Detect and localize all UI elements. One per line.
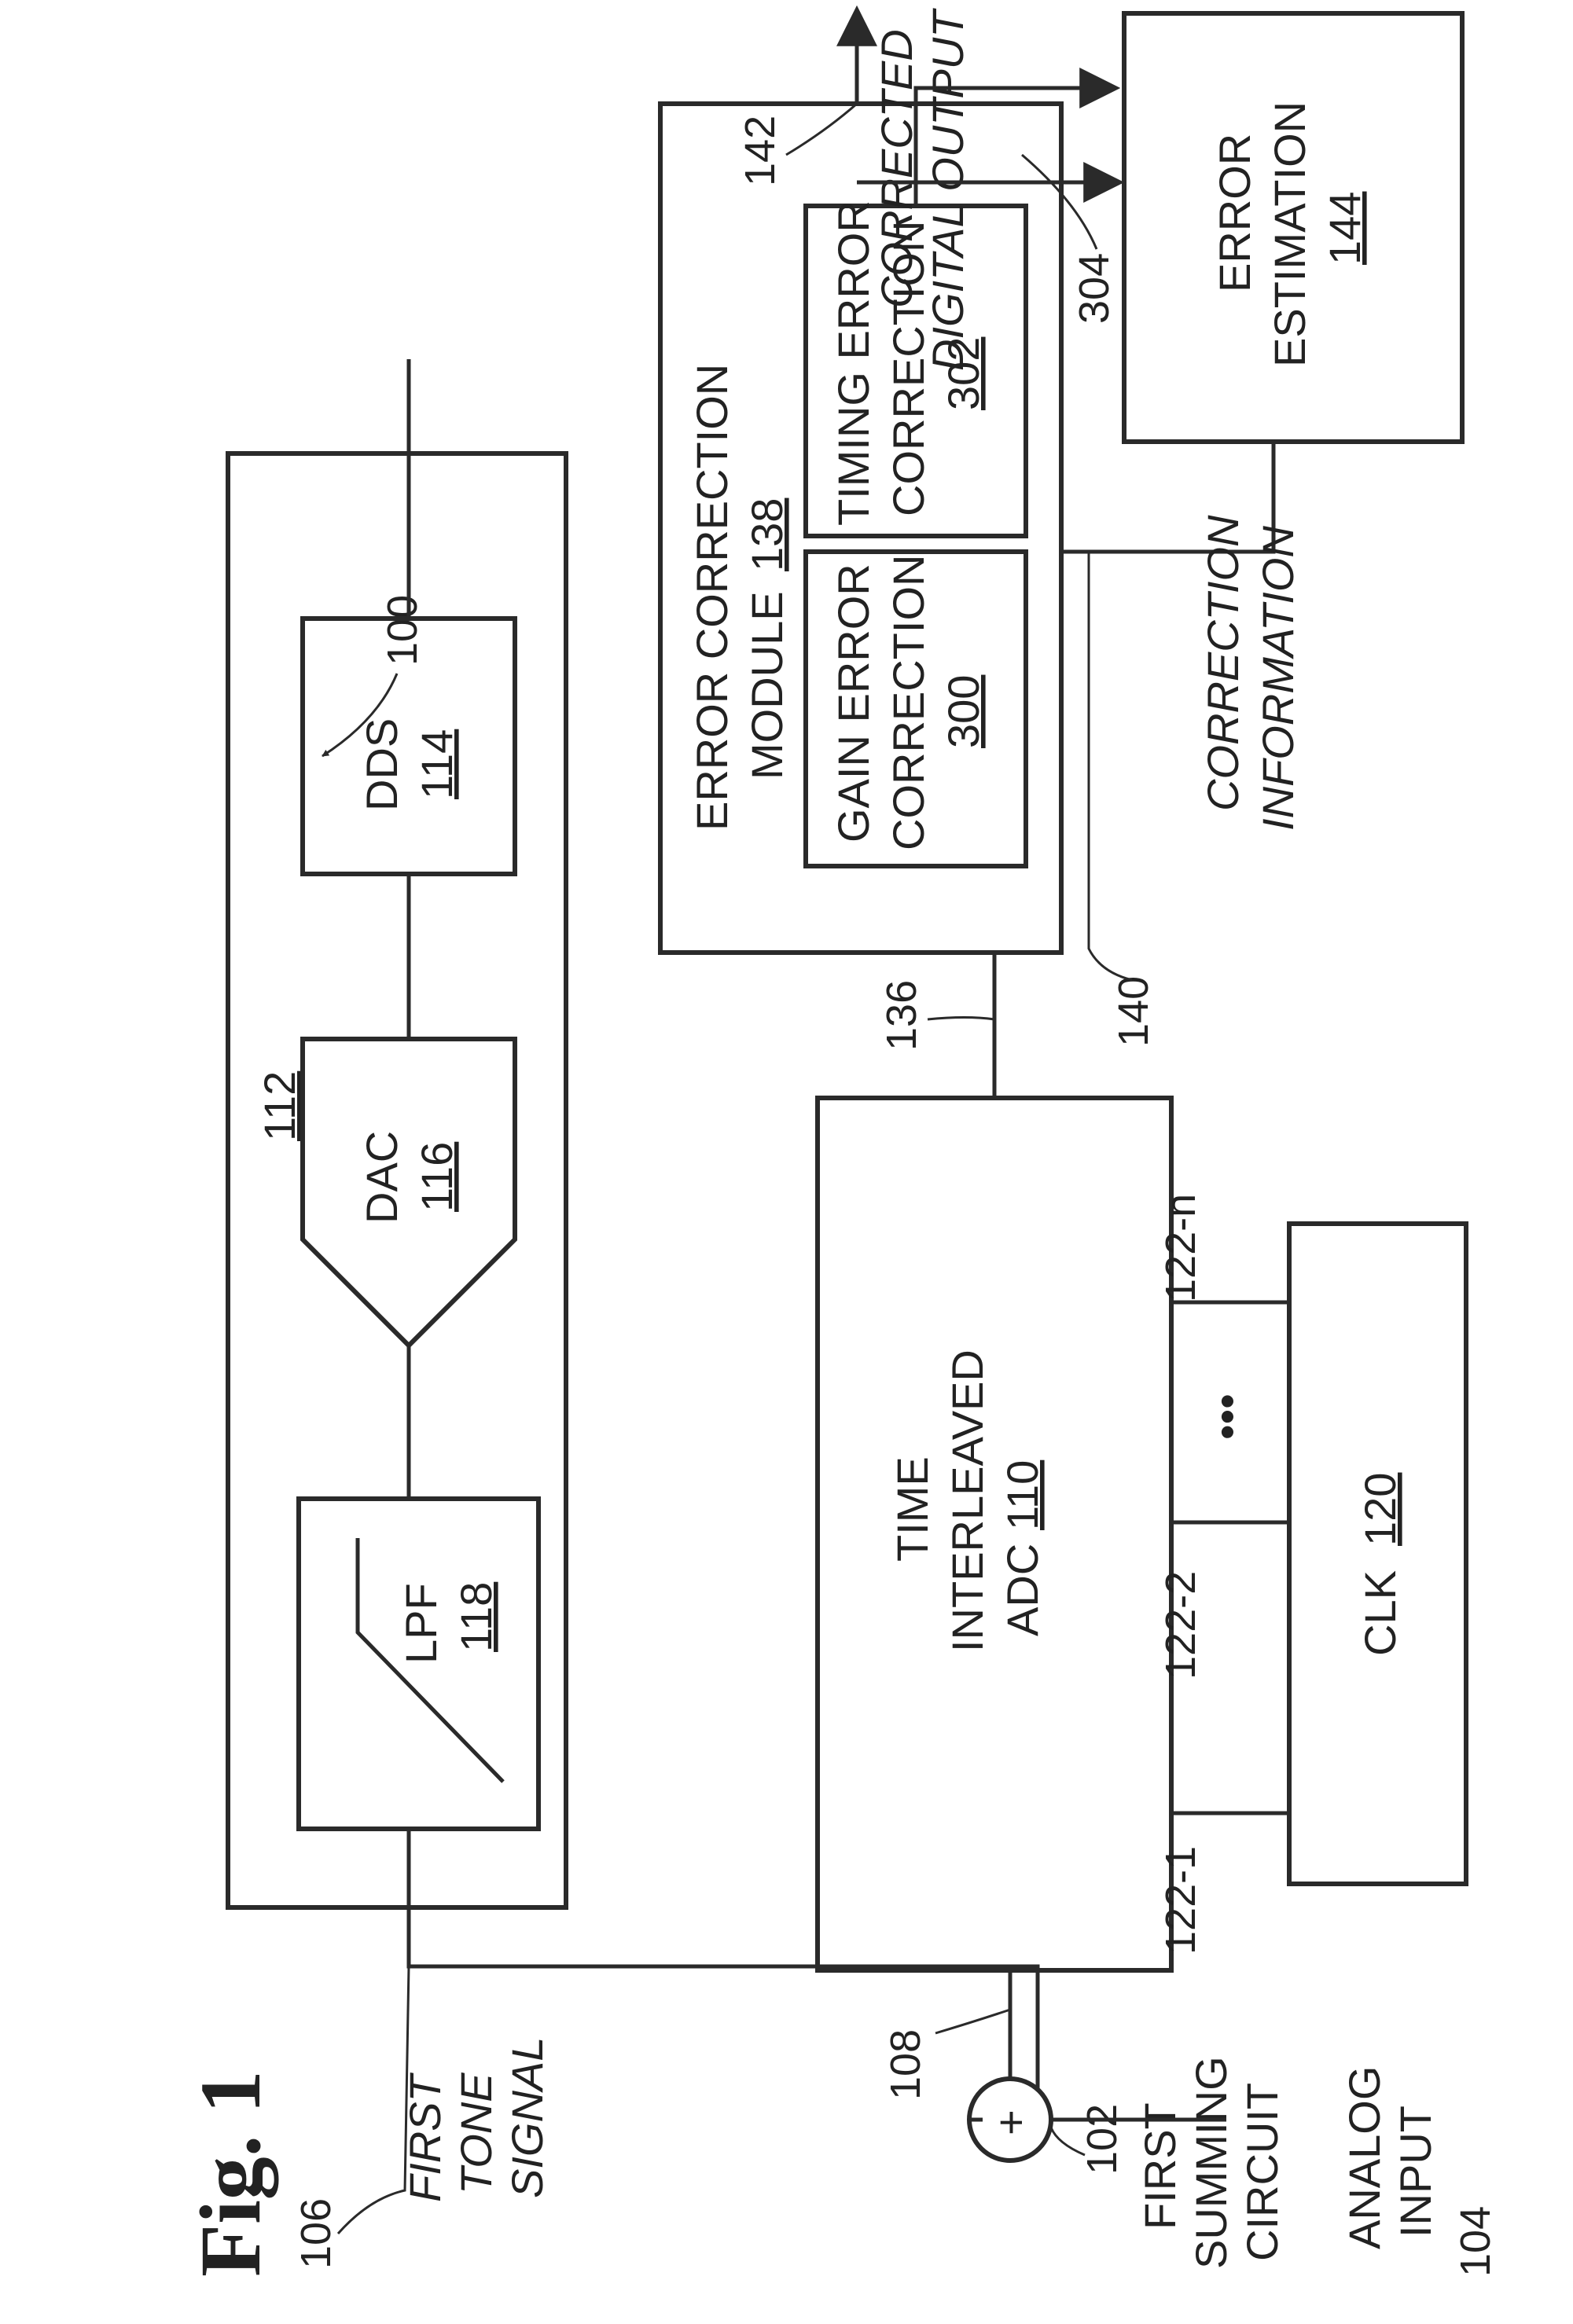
adc-ref: 110 [998, 1460, 1047, 1530]
dac-name: DAC [357, 1131, 406, 1224]
dac-ref: 116 [412, 1142, 461, 1212]
first-tone-ref: 106 [292, 2198, 340, 2269]
dds-name: DDS [357, 718, 406, 811]
gain-ref: 300 [939, 675, 988, 748]
correction-info-line2: INFORMATION [1253, 526, 1303, 831]
adc-out-ref-leader [928, 1018, 994, 1020]
clk-ellipsis: ••• [1202, 1393, 1251, 1440]
dac-block [303, 1039, 515, 1346]
clk-ref: 120 [1355, 1473, 1405, 1546]
ecm-line2: MODULE [742, 591, 792, 780]
ecm-ref: 138 [742, 498, 792, 571]
analog-input-line1: ANALOG [1340, 2066, 1389, 2249]
system-ref-label: 100 [379, 595, 426, 666]
analog-input-line2: INPUT [1391, 2106, 1440, 2238]
correction-info-ref: 140 [1110, 976, 1157, 1047]
adc-line1: TIME [888, 1456, 937, 1562]
summing-line3: CIRCUIT [1237, 2083, 1287, 2261]
clk-line-n-label: 122-n [1157, 1194, 1204, 1302]
gain-line2: CORRECTION [884, 555, 933, 850]
sum-out-ref-leader [935, 2010, 1010, 2033]
correction-info-ref-leader [1089, 552, 1132, 980]
analog-input-ref: 104 [1452, 2206, 1499, 2277]
gain-line1: GAIN ERROR [829, 564, 878, 843]
lpf-ref: 118 [451, 1582, 501, 1652]
error-est-line1: ERROR [1210, 134, 1259, 292]
clk-name: CLK [1355, 1570, 1405, 1656]
adc-out-ref: 136 [878, 980, 925, 1051]
first-tone-line3: SIGNAL [502, 2037, 552, 2198]
adc-block [818, 1098, 1171, 1970]
dds-ref: 114 [412, 729, 461, 799]
summing-symbol: + [986, 2109, 1035, 2135]
figure-title: Fig. 1 [182, 2070, 278, 2277]
timing-line1: TIMING ERROR [829, 200, 878, 526]
sum-out-ref: 108 [882, 2029, 929, 2100]
clk-line-1-label: 122-1 [1157, 1846, 1204, 1955]
corrected-output-ref-leader [786, 104, 857, 155]
error-est-line2: ESTIMATION [1265, 101, 1314, 367]
tone-generator-ref: 112 [255, 1071, 304, 1141]
summing-line2: SUMMING [1186, 2056, 1236, 2269]
clk-block [1289, 1224, 1466, 1884]
error-est-ref: 144 [1320, 192, 1369, 265]
adc-line3: ADC [998, 1544, 1047, 1636]
first-tone-line2: TONE [451, 2073, 501, 2194]
clk-line-2-label: 122-2 [1157, 1571, 1204, 1680]
ecm-line1: ERROR CORRECTION [687, 364, 737, 831]
lpf-name: LPF [396, 1583, 446, 1664]
corrected-output-line2: DIGITAL OUTPUT [923, 8, 972, 371]
adc-line2: INTERLEAVED [943, 1349, 992, 1652]
summing-ref: 102 [1079, 2104, 1126, 2175]
timing-feedback-ref: 304 [1071, 253, 1118, 324]
corrected-output-ref: 142 [737, 116, 784, 186]
correction-info-line1: CORRECTION [1198, 515, 1248, 811]
first-tone-ref-leader [338, 1966, 409, 2234]
